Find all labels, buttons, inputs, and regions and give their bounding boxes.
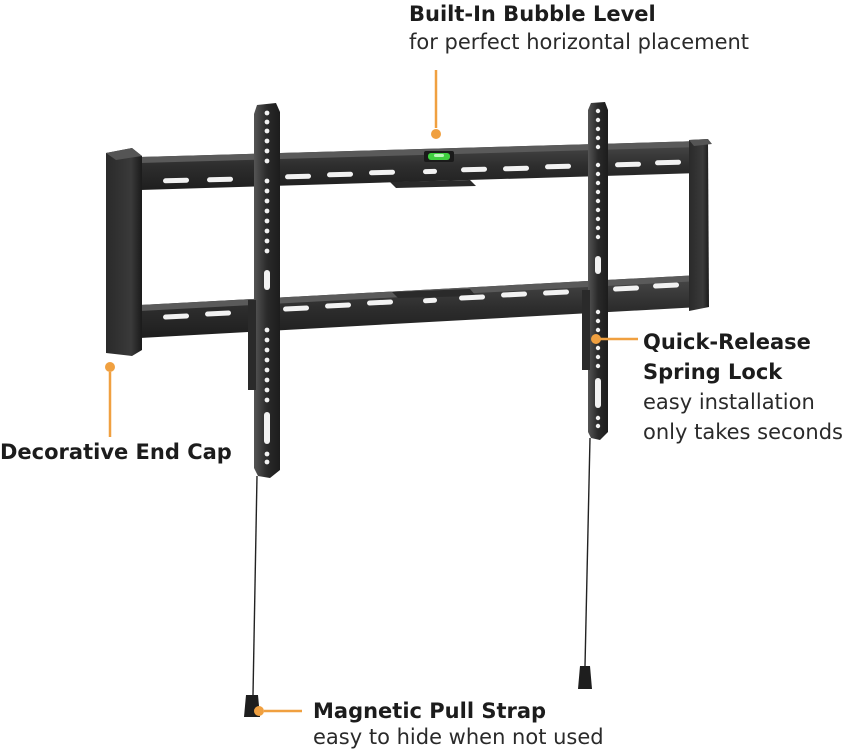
spring-lock-title-line1: Quick-Release — [643, 330, 811, 354]
spring-lock-title-line2: Spring Lock — [643, 360, 783, 384]
left-vertical-arm — [248, 103, 280, 478]
end-cap-title: Decorative End Cap — [0, 440, 232, 464]
bubble-level-title: Built-In Bubble Level — [409, 2, 656, 26]
pull-strap-desc: easy to hide when not used — [313, 725, 604, 750]
left-arm-holes — [264, 110, 270, 465]
right-end-cap — [689, 139, 712, 311]
top-rail-slots — [163, 159, 682, 184]
callout-pull-strap: Magnetic Pull Strap easy to hide when no… — [313, 699, 604, 750]
callout-end-cap: Decorative End Cap — [0, 440, 232, 465]
left-end-cap — [106, 148, 142, 356]
callout-spring-lock: Quick-Release Spring Lock easy installat… — [643, 327, 843, 447]
callout-leaders — [105, 70, 638, 716]
spring-lock-desc-line2: only takes seconds — [643, 420, 843, 444]
bottom-rail-slots — [163, 282, 680, 320]
right-pull-strap — [578, 437, 592, 689]
callout-bubble-level: Built-In Bubble Level for perfect horizo… — [409, 2, 749, 55]
right-arm-holes — [595, 108, 601, 429]
spring-lock-desc-line1: easy installation — [643, 390, 815, 414]
left-pull-strap — [244, 475, 260, 717]
right-vertical-arm — [582, 102, 608, 440]
bubble-level-vial — [424, 151, 454, 162]
wall-plate — [140, 141, 700, 338]
pull-strap-title: Magnetic Pull Strap — [313, 699, 547, 723]
bubble-level-desc: for perfect horizontal placement — [409, 30, 750, 55]
